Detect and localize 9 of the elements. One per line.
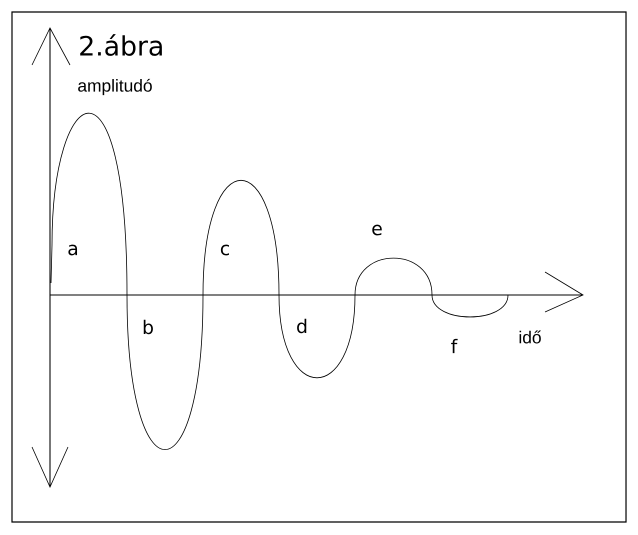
lobe-letter: a bbox=[68, 244, 78, 256]
lobe-letter: b bbox=[144, 320, 153, 334]
lobe-letter: f bbox=[451, 338, 458, 354]
figure-title: 2.ábra bbox=[80, 34, 162, 56]
axis-label: amplitudó bbox=[78, 78, 152, 96]
lobe-letter: e bbox=[372, 224, 382, 236]
lobe-letter: d bbox=[297, 318, 306, 334]
axis-label: idő bbox=[520, 330, 541, 344]
lobe-letter: c bbox=[220, 244, 229, 256]
